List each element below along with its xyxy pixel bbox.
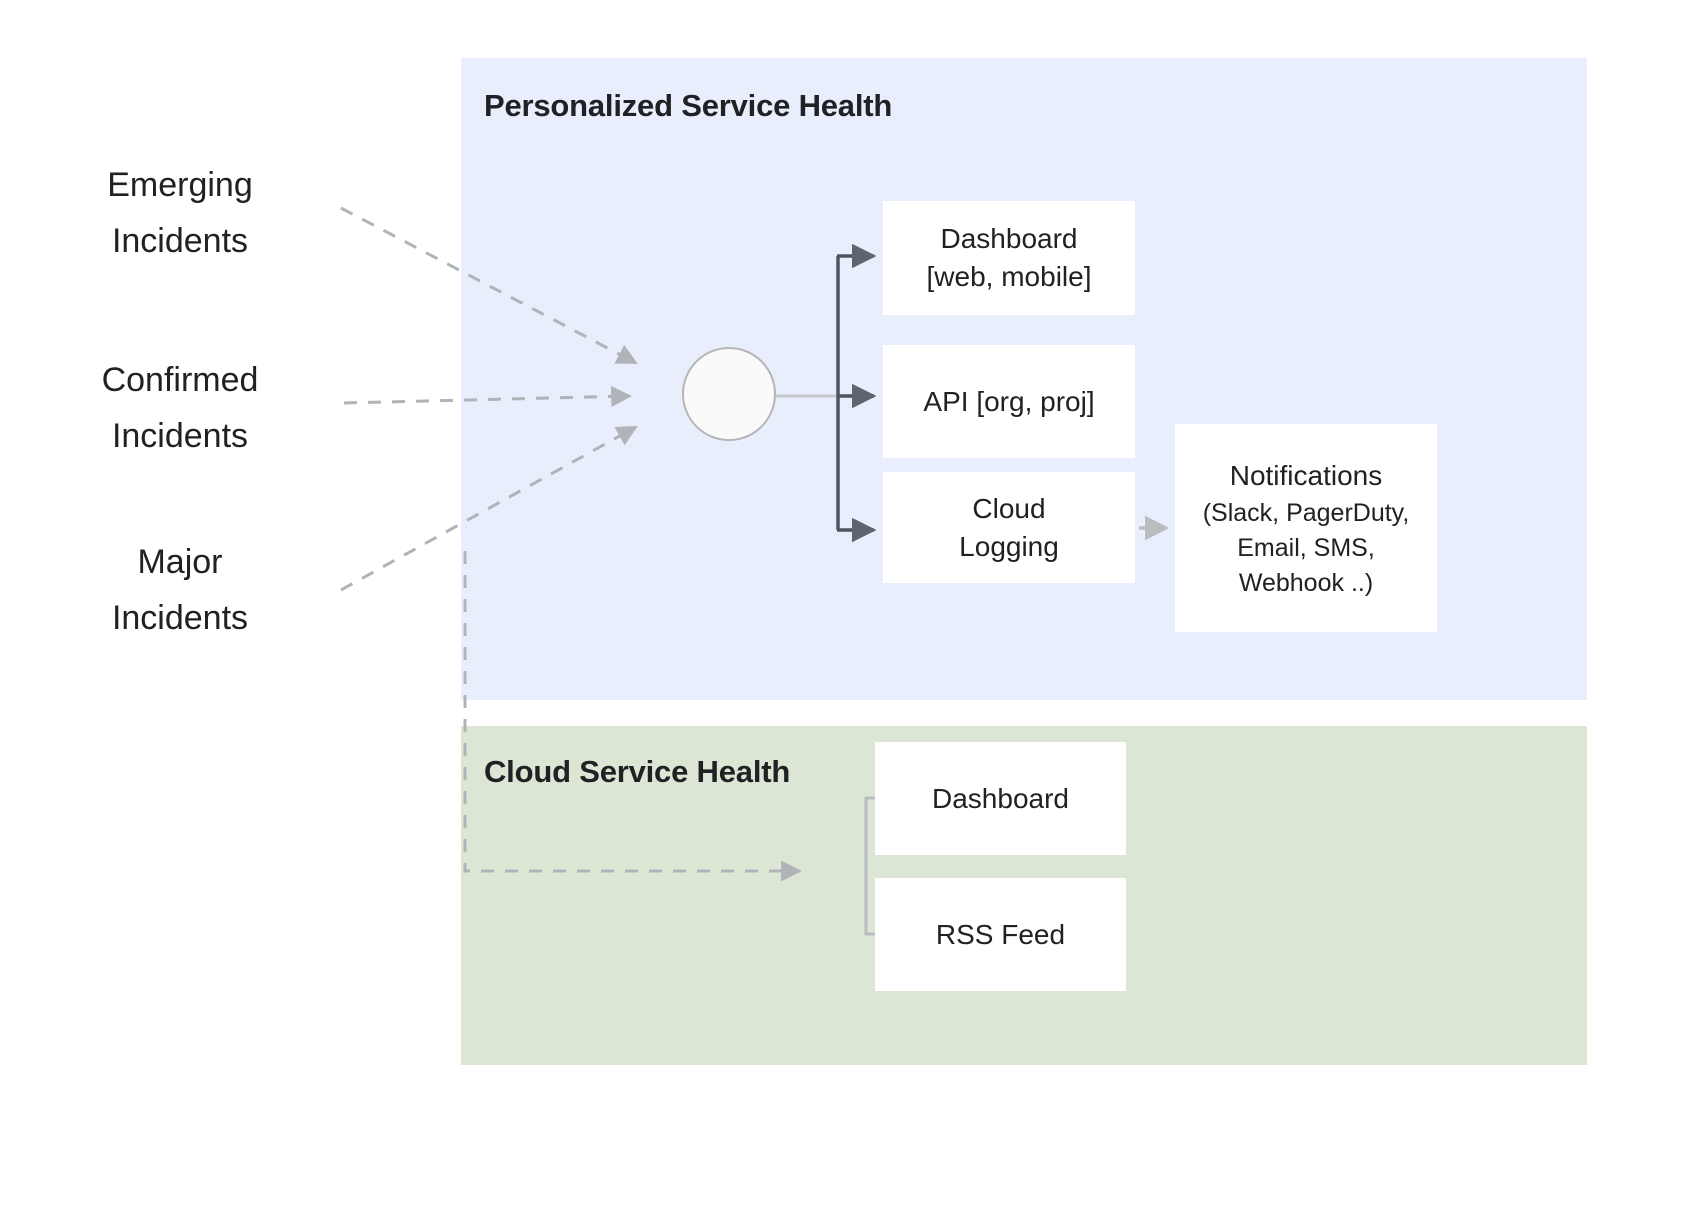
node-notifications-line2: (Slack, PagerDuty,: [1202, 498, 1410, 527]
node-rss-feed-line1: RSS Feed: [935, 918, 1066, 950]
node-dashboard-csh-line1: Dashboard: [932, 782, 1069, 814]
node-notifications-line4: Webhook ..): [1238, 568, 1374, 597]
source-label-emerging-line2: Incidents: [111, 222, 249, 260]
node-api-line1: API [org, proj]: [923, 385, 1095, 417]
panel-title-cloud-service-health: Cloud Service Health: [484, 754, 791, 789]
source-label-major-incidents: Major Incidents: [30, 534, 330, 646]
source-label-confirmed-line1: Confirmed: [101, 361, 259, 399]
node-rss-feed[interactable]: RSS Feed: [875, 878, 1126, 991]
node-dashboard-psh-line1: Dashboard: [940, 223, 1078, 254]
node-notifications-title: Notifications: [1229, 459, 1383, 491]
source-label-confirmed-line2: Incidents: [111, 417, 249, 455]
panel-title-personalized-service-health: Personalized Service Health: [484, 88, 893, 123]
node-dashboard-cloud-service-health[interactable]: Dashboard: [875, 742, 1126, 855]
personalization-hub-node: [682, 347, 776, 441]
node-cloud-logging-line1: Cloud: [972, 492, 1046, 524]
source-label-emerging-line1: Emerging: [107, 166, 253, 204]
node-notifications-line3: Email, SMS,: [1237, 533, 1375, 562]
source-label-confirmed-incidents: Confirmed Incidents: [30, 352, 330, 464]
node-cloud-logging[interactable]: Cloud Logging: [883, 472, 1135, 583]
node-cloud-logging-line2: Logging: [959, 530, 1059, 562]
source-label-major-line1: Major: [137, 543, 223, 581]
source-label-major-line2: Incidents: [111, 599, 249, 637]
node-dashboard-psh-line2: [web, mobile]: [926, 261, 1092, 292]
node-api-org-proj[interactable]: API [org, proj]: [883, 345, 1135, 458]
node-notifications[interactable]: Notifications (Slack, PagerDuty, Email, …: [1175, 424, 1437, 632]
node-dashboard-web-mobile[interactable]: Dashboard [web, mobile]: [883, 201, 1135, 315]
source-label-emerging-incidents: Emerging Incidents: [30, 157, 330, 269]
